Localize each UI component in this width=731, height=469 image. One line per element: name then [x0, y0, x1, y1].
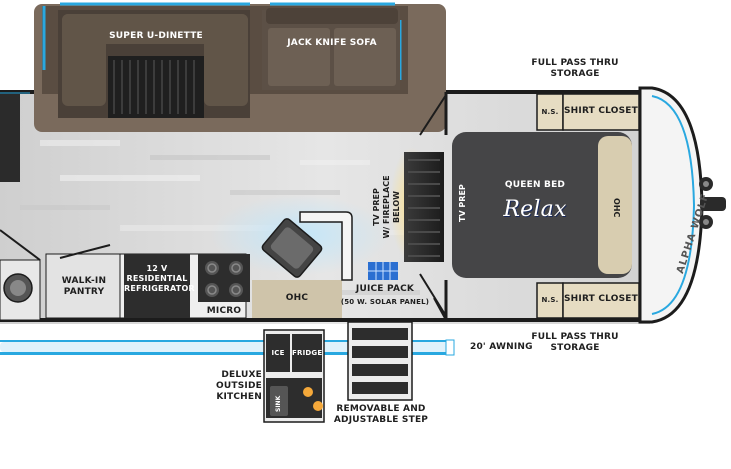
- deluxe-outside-kitchen-label: DELUXE OUTSIDE KITCHEN: [216, 370, 262, 402]
- pantry: [45, 253, 121, 319]
- rear-wall-block: [0, 92, 20, 182]
- jack-knife-sofa-label: JACK KNIFE SOFA: [287, 38, 377, 48]
- fridge-label: FRIDGE: [292, 349, 323, 357]
- tv-prep-fireplace-label: TV PREP W/ FIREPLACE BELOW: [372, 175, 401, 239]
- bath-area: [0, 229, 111, 321]
- kitchen: [45, 211, 353, 319]
- walls: [0, 90, 640, 322]
- ice-label: ICE: [271, 349, 285, 357]
- entry-step: [347, 321, 413, 401]
- kitchen-peninsula: [299, 211, 353, 281]
- jack-knife-sofa: [262, 8, 400, 90]
- ohc-bed-label: OHC: [612, 198, 621, 218]
- sink-label: SINK: [275, 395, 282, 412]
- relax-pillow-text: Relax: [503, 197, 567, 222]
- night-stand-bottom-label: N.S.: [541, 296, 559, 304]
- front-cap-accent: [651, 95, 696, 315]
- walk-in-pantry-label: WALK-IN PANTRY: [61, 276, 107, 297]
- refrigerator-label: 12 V RESIDENTIAL REFRIGERATOR: [124, 264, 195, 293]
- night-stand-bottom: [536, 282, 564, 319]
- cooktop: [198, 254, 250, 302]
- fireplace-cabinet: [404, 152, 444, 262]
- full-pass-thru-storage-top-label: FULL PASS THRU STORAGE: [531, 58, 619, 79]
- shirt-closet-top-label: SHIRT CLOSET: [563, 106, 638, 116]
- outside-kitchen: [263, 329, 325, 423]
- ohc-kitchen-label: OHC: [285, 293, 309, 303]
- removable-step-label: REMOVABLE AND ADJUSTABLE STEP: [333, 404, 429, 425]
- awning-label: 20' AWNING: [470, 342, 533, 352]
- micro-label: MICRO: [206, 306, 242, 316]
- solar-panel-icon: [368, 262, 398, 280]
- refrigerator: [124, 254, 190, 318]
- shirt-closet-bottom: [562, 282, 640, 319]
- hitch: [699, 177, 726, 229]
- queen-bed: [452, 132, 632, 278]
- solar-panel-label: (50 W. SOLAR PANEL): [340, 298, 430, 306]
- super-u-dinette-label: SUPER U-DINETTE: [109, 31, 203, 41]
- shirt-closet-top: [562, 93, 640, 131]
- front-cap: [638, 86, 704, 324]
- night-stand-top: [536, 93, 564, 131]
- juice-pack-label: JUICE PACK: [355, 284, 415, 294]
- tv-prep-bed-label: TV PREP: [458, 184, 467, 222]
- shirt-closet-bottom-label: SHIRT CLOSET: [563, 294, 638, 304]
- kitchen-ohc-counter: [252, 280, 342, 318]
- full-pass-thru-storage-bottom-label: FULL PASS THRU STORAGE: [531, 332, 619, 353]
- awning: [0, 339, 455, 356]
- super-u-dinette: [58, 10, 250, 118]
- queen-bed-label: QUEEN BED: [504, 180, 566, 190]
- night-stand-top-label: N.S.: [541, 108, 559, 116]
